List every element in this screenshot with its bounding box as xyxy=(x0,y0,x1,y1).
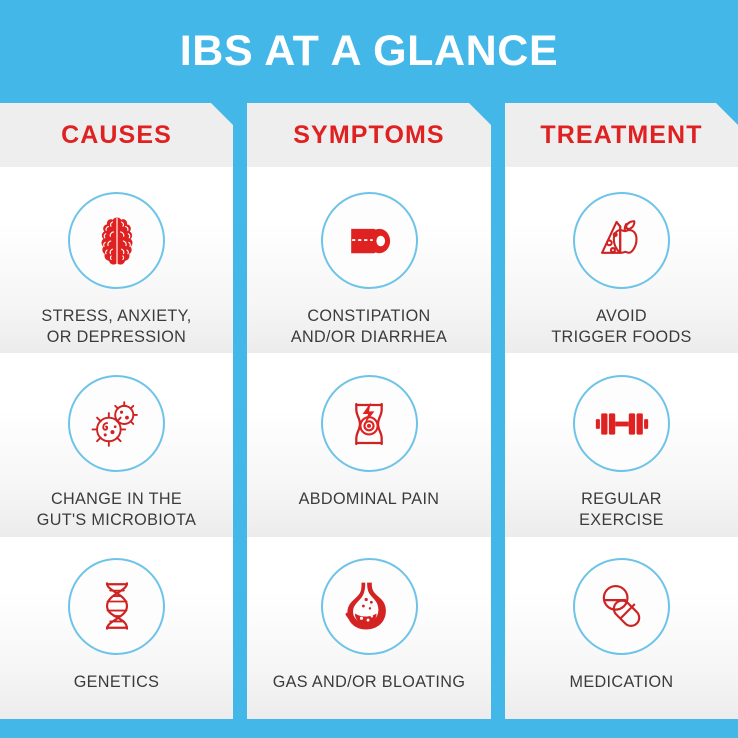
cell-label: AVOID TRIGGER FOODS xyxy=(551,307,692,346)
stomach-bloating-icon xyxy=(345,582,386,630)
cheese-apple-icon xyxy=(600,219,638,254)
cell-label: GENETICS xyxy=(73,672,160,691)
bottom-blue-strip xyxy=(0,719,738,738)
icon-circle xyxy=(320,192,418,289)
page-title: IBS AT A GLANCE xyxy=(179,27,559,75)
column-header-causes: CAUSES xyxy=(0,103,233,167)
icon-circle xyxy=(68,375,165,473)
cell-label: MEDICATION xyxy=(569,672,674,691)
columns-container: CAUSES xyxy=(0,103,738,719)
column-heading-label: CAUSES xyxy=(61,120,172,149)
column-heading-label: SYMPTOMS xyxy=(293,120,445,149)
cell-symptoms-bloating[interactable]: GAS AND/OR BLOATING xyxy=(247,536,491,719)
icon-circle xyxy=(68,192,165,289)
icon-circle xyxy=(573,557,670,655)
abdominal-pain-icon xyxy=(355,402,383,445)
cell-causes-stress[interactable]: STRESS, ANXIETY, OR DEPRESSION xyxy=(0,167,233,354)
cell-treatment-exercise[interactable]: REGULAR EXERCISE xyxy=(505,353,738,537)
icon-circle xyxy=(320,557,418,655)
column-treatment: TREATMENT xyxy=(505,103,738,719)
cell-label: CHANGE IN THE GUT'S MICROBIOTA xyxy=(36,490,197,529)
column-header-symptoms: SYMPTOMS xyxy=(247,103,491,167)
column-symptoms: SYMPTOMS xyxy=(247,103,491,719)
brain-icon xyxy=(101,216,132,265)
icon-circle xyxy=(68,557,165,655)
cell-treatment-medication[interactable]: MEDICATION xyxy=(505,536,738,719)
column-causes: CAUSES xyxy=(0,103,233,719)
cell-causes-microbiota[interactable]: CHANGE IN THE GUT'S MICROBIOTA xyxy=(0,353,233,537)
column-heading-label: TREATMENT xyxy=(540,120,703,149)
bacteria-icon xyxy=(91,401,138,447)
cell-symptoms-abdominal-pain[interactable]: ABDOMINAL PAIN xyxy=(247,353,491,537)
cell-label: GAS AND/OR BLOATING xyxy=(272,672,466,691)
cell-label: CONSTIPATION AND/OR DIARRHEA xyxy=(290,307,448,346)
cell-causes-genetics[interactable]: GENETICS xyxy=(0,536,233,719)
cell-treatment-avoid-foods[interactable]: AVOID TRIGGER FOODS xyxy=(505,167,738,354)
cell-symptoms-constipation[interactable]: CONSTIPATION AND/OR DIARRHEA xyxy=(247,167,491,354)
icon-circle xyxy=(573,375,670,473)
column-header-treatment: TREATMENT xyxy=(505,103,738,167)
icon-circle xyxy=(320,375,418,473)
cell-label: REGULAR EXERCISE xyxy=(579,490,664,529)
cells-treatment: AVOID TRIGGER FOODS xyxy=(505,167,738,719)
cells-causes: STRESS, ANXIETY, OR DEPRESSION xyxy=(0,167,233,719)
column-gutter xyxy=(491,103,505,719)
icon-circle xyxy=(573,192,670,289)
cell-label: ABDOMINAL PAIN xyxy=(298,490,440,509)
cells-symptoms: CONSTIPATION AND/OR DIARRHEA xyxy=(247,167,491,719)
dna-icon xyxy=(105,582,128,630)
pill-capsule-icon xyxy=(602,585,640,628)
dumbbell-icon xyxy=(595,413,648,435)
column-gutter xyxy=(233,103,247,719)
cell-label: STRESS, ANXIETY, OR DEPRESSION xyxy=(41,307,192,346)
toilet-paper-icon xyxy=(351,228,391,253)
